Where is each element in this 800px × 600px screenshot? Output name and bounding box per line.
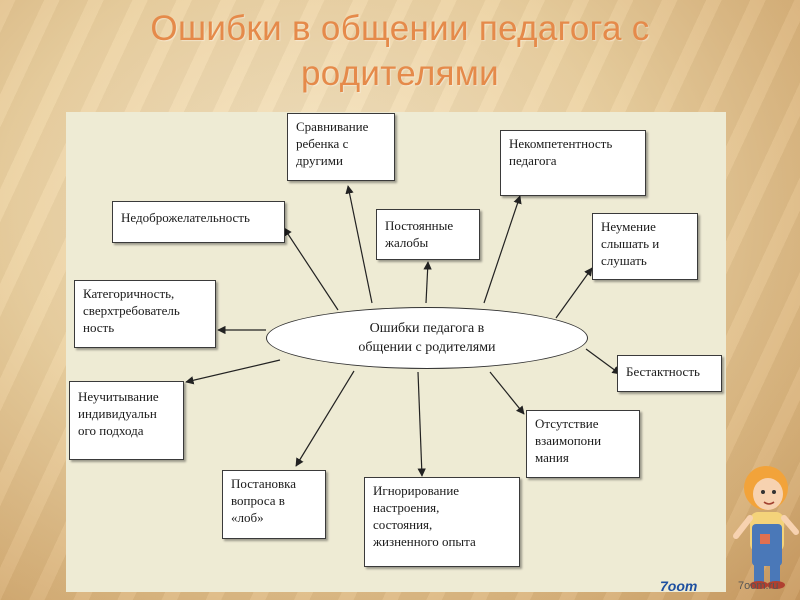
arrow-listening <box>555 267 593 319</box>
node-question: Постановка вопроса в «лоб» <box>222 470 326 539</box>
arrow-complaints <box>423 261 432 304</box>
title-line-2: родителями <box>300 54 500 93</box>
node-unfriendliness: Недоброжелательность <box>112 201 285 243</box>
boy-illustration <box>733 466 799 589</box>
node-listening: Неумение слышать и слушать <box>592 213 698 280</box>
arrow-ignoring <box>417 371 426 477</box>
node-tactlessness: Бестактность <box>617 355 722 392</box>
node-incompetence: Некомпетентность педагога <box>500 130 646 196</box>
page-title: Ошибки в общении педагога с родителями <box>0 6 800 96</box>
title-line-1: Ошибки в общении педагога с <box>150 9 650 48</box>
arrow-tactlessness <box>585 348 621 375</box>
arrow-unfriendliness <box>283 227 339 311</box>
node-ignoring: Игнорирование настроения, состояния, жиз… <box>364 477 520 567</box>
site-logo: 7oom <box>660 578 698 594</box>
node-complaints: Постоянные жалобы <box>376 209 480 260</box>
arrow-question <box>295 370 355 467</box>
arrow-individual <box>185 359 281 385</box>
node-comparison: Сравнивание ребенка с другими <box>287 113 395 181</box>
arrow-comparison <box>345 185 373 304</box>
center-node: Ошибки педагога в общении с родителями <box>266 307 588 369</box>
node-categorical: Категоричность, сверхтребователь ность <box>74 280 216 348</box>
arrow-incompetence <box>483 195 522 304</box>
node-understanding: Отсутствие взаимопони мания <box>526 410 640 478</box>
node-individual: Неучитывание индивидуальн ого подхода <box>69 381 184 460</box>
arrow-understanding <box>489 371 525 415</box>
site-logo-sub: 7oom.ru <box>738 580 779 592</box>
